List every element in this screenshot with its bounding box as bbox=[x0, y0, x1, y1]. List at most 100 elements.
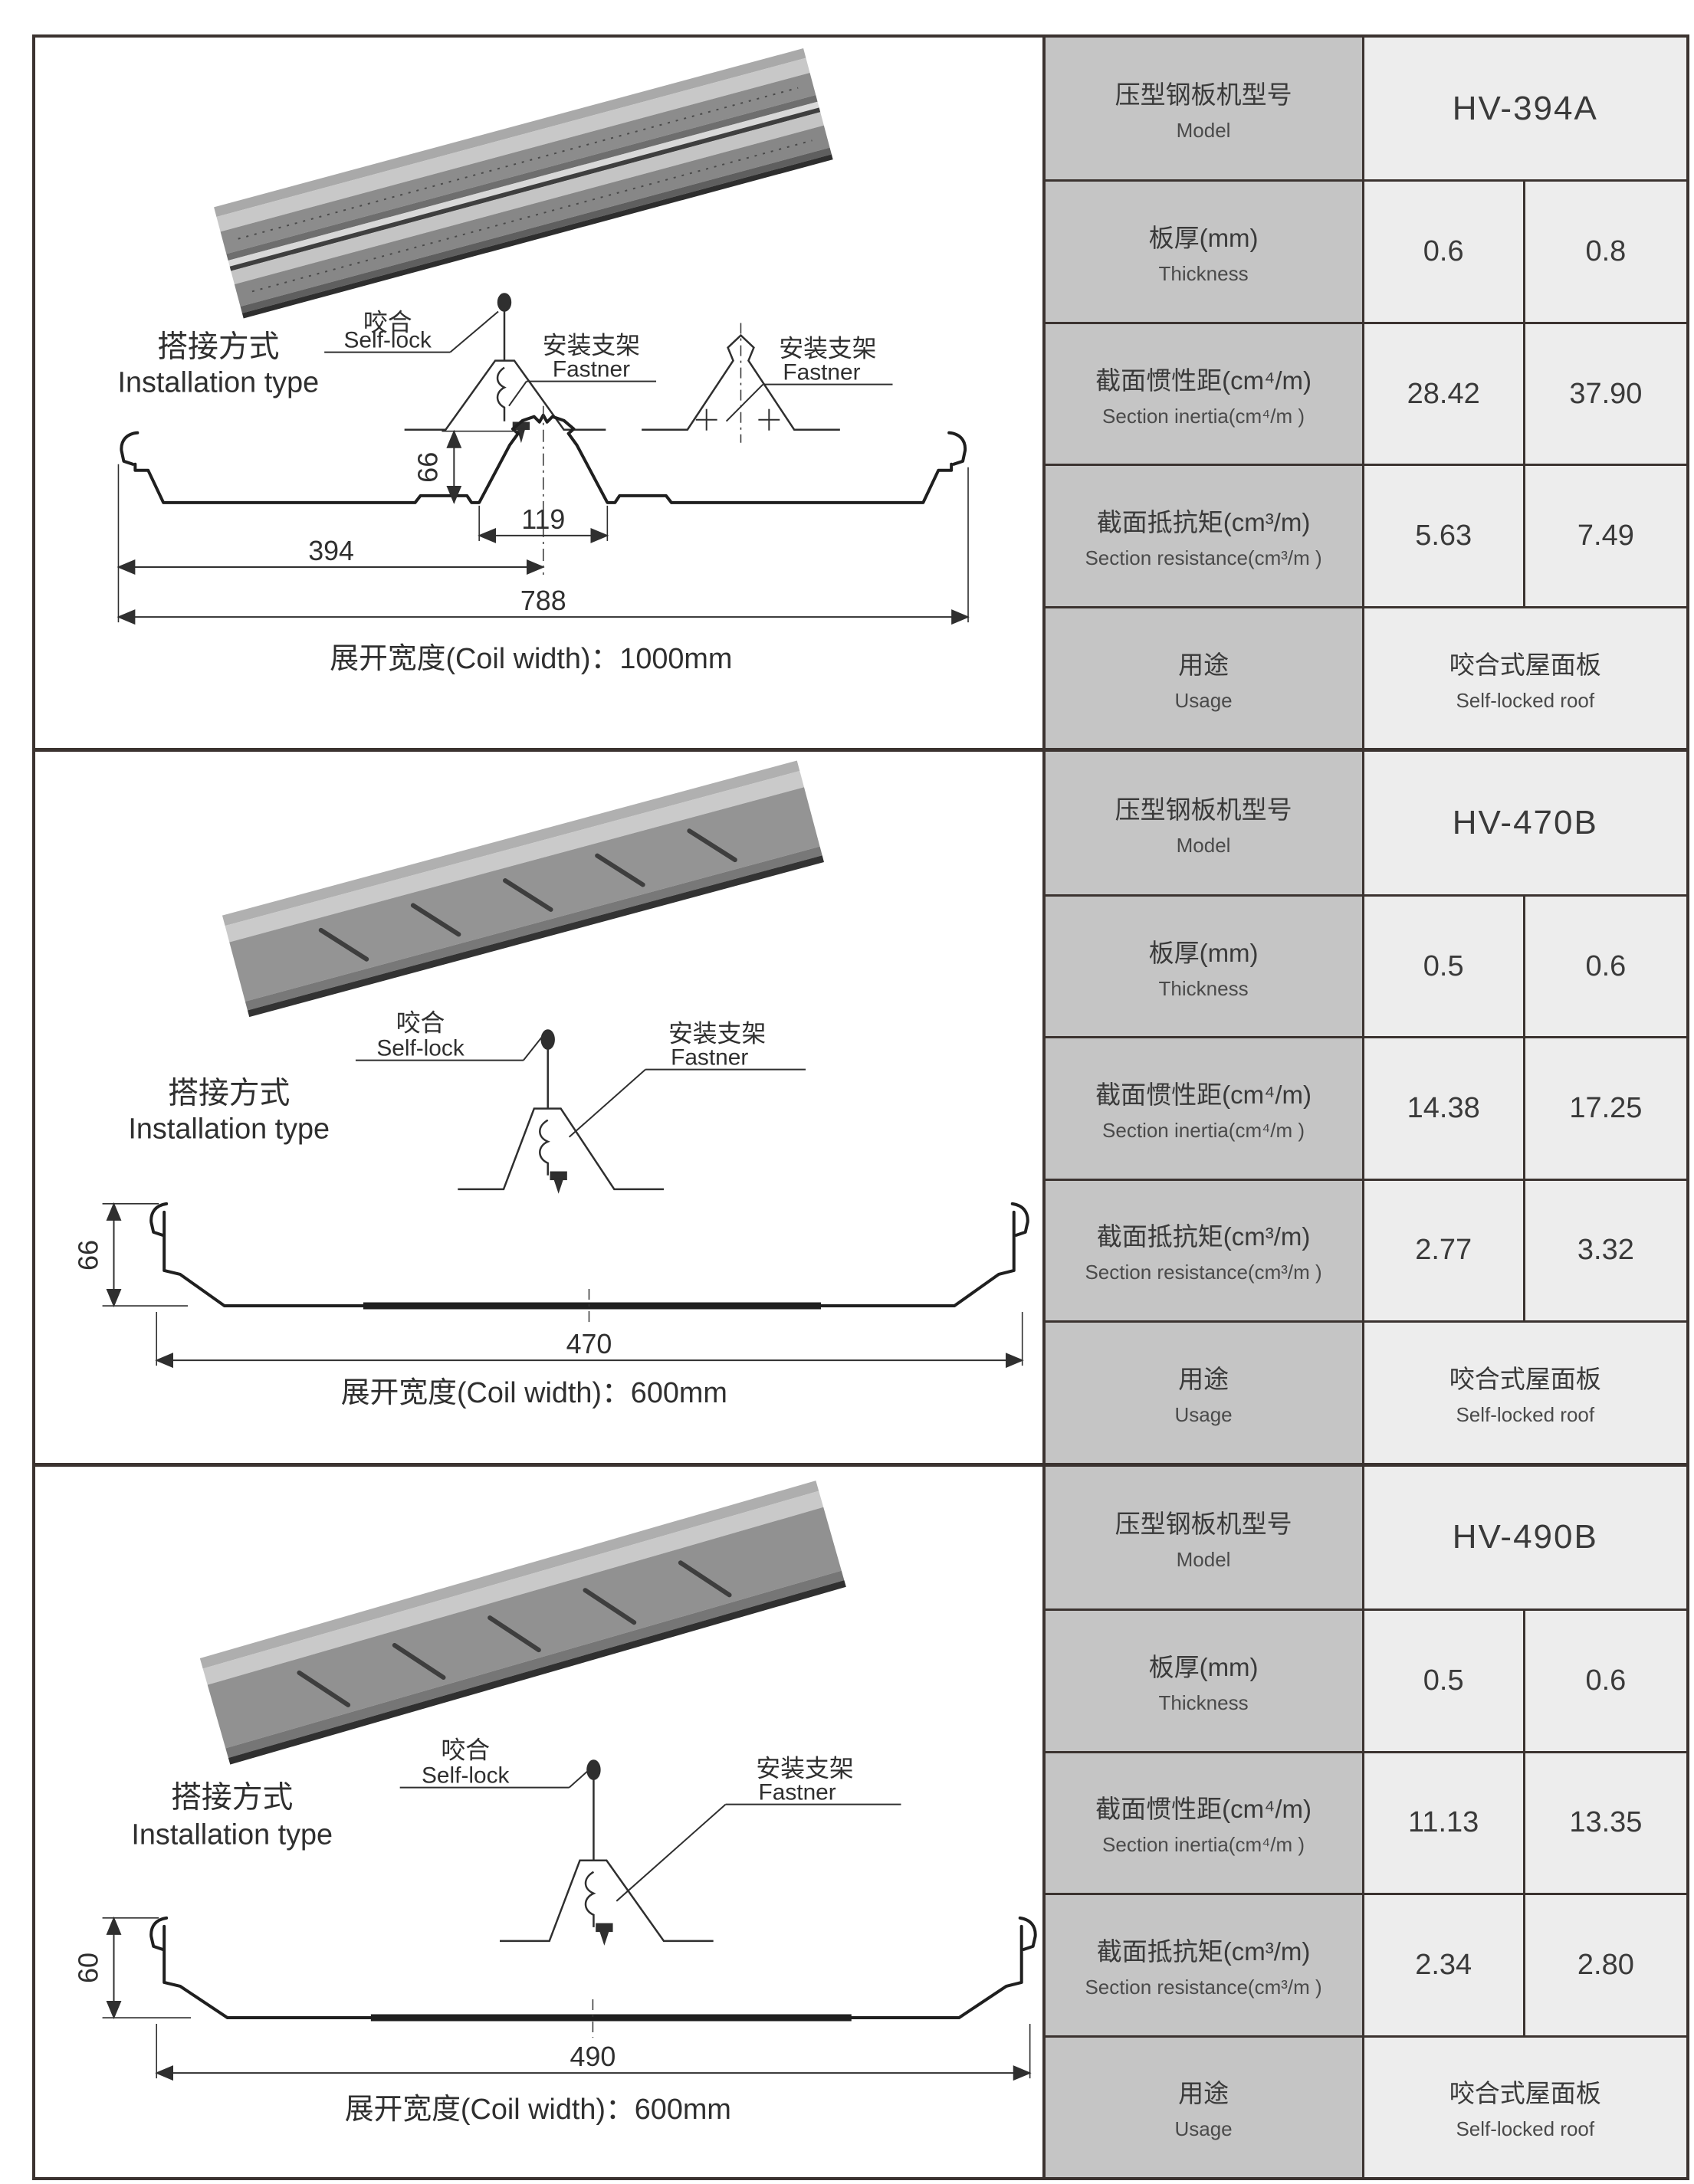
resistance-label-cell: 截面抵抗矩(cm³/m) Section resistance(cm³/m ) bbox=[1045, 466, 1364, 606]
dim-60: 60 bbox=[73, 1953, 104, 1983]
model-label-en: Model bbox=[1176, 1547, 1231, 1571]
table-row-resistance: 截面抵抗矩(cm³/m) Section resistance(cm³/m ) … bbox=[1045, 1893, 1686, 2035]
inertia-label-cn: 截面惯性距(cm⁴/m) bbox=[1095, 1080, 1312, 1109]
usage-value-cn: 咬合式屋面板 bbox=[1449, 650, 1601, 679]
fastner-label-en: Fastner bbox=[759, 1779, 836, 1805]
rib-fastner-detail-drawing bbox=[642, 323, 893, 443]
section-hv470b: 搭接方式 Installation type 咬合 Self-lock bbox=[35, 752, 1686, 1467]
model-label-cell: 压型钢板机型号 Model bbox=[1045, 1466, 1364, 1609]
profile-drawing: 66 119 394 788 bbox=[117, 405, 970, 625]
steel-panel-3d-illustration bbox=[199, 1480, 846, 1765]
profile-drawing: 66 470 bbox=[73, 1202, 1029, 1369]
fastner2-label-en: Fastner bbox=[783, 360, 860, 385]
thickness-value-2: 0.6 bbox=[1525, 896, 1686, 1037]
installation-type-label-cn: 搭接方式 bbox=[171, 1780, 293, 1814]
model-label-cn: 压型钢板机型号 bbox=[1115, 1509, 1292, 1538]
inertia-value-1: 28.42 bbox=[1364, 323, 1525, 464]
seam-detail-drawing bbox=[399, 1759, 901, 1946]
dim-119: 119 bbox=[521, 503, 565, 535]
inertia-label-en: Section inertia(cm⁴/m ) bbox=[1102, 1833, 1305, 1857]
inertia-value-1: 14.38 bbox=[1364, 1038, 1525, 1179]
resistance-value-1: 5.63 bbox=[1364, 466, 1525, 606]
usage-label-en: Usage bbox=[1174, 688, 1233, 712]
dim-66: 66 bbox=[73, 1240, 104, 1271]
installation-type-label-en: Installation type bbox=[128, 1113, 330, 1146]
self-lock-label-cn: 咬合 bbox=[441, 1736, 490, 1763]
table-row-inertia: 截面惯性距(cm⁴/m) Section inertia(cm⁴/m ) 11.… bbox=[1045, 1750, 1686, 1894]
thickness-label-cn: 板厚(mm) bbox=[1148, 1652, 1259, 1681]
fastner-label-cn: 安装支架 bbox=[543, 331, 640, 359]
drawing-area-2: 搭接方式 Installation type 咬合 Self-lock bbox=[35, 752, 1042, 1463]
technical-drawing-1: 搭接方式 Installation type 咬合 Self-lock bbox=[117, 48, 970, 675]
usage-value-cn: 咬合式屋面板 bbox=[1449, 2079, 1601, 2108]
inertia-label-cell: 截面惯性距(cm⁴/m) Section inertia(cm⁴/m ) bbox=[1045, 1038, 1364, 1179]
inertia-label-cell: 截面惯性距(cm⁴/m) Section inertia(cm⁴/m ) bbox=[1045, 1753, 1364, 1894]
thickness-label-cell: 板厚(mm) Thickness bbox=[1045, 896, 1364, 1037]
resistance-value-2: 2.80 bbox=[1525, 1895, 1686, 2035]
resistance-label-cell: 截面抵抗矩(cm³/m) Section resistance(cm³/m ) bbox=[1045, 1180, 1364, 1321]
coil-width-label: 展开宽度(Coil width)：600mm bbox=[345, 2094, 731, 2126]
inertia-value-2: 17.25 bbox=[1525, 1038, 1686, 1179]
resistance-label-cn: 截面抵抗矩(cm³/m) bbox=[1096, 1936, 1311, 1966]
resistance-label-cn: 截面抵抗矩(cm³/m) bbox=[1096, 1222, 1311, 1251]
table-row-inertia: 截面惯性距(cm⁴/m) Section inertia(cm⁴/m ) 14.… bbox=[1045, 1036, 1686, 1179]
resistance-value-1: 2.34 bbox=[1364, 1895, 1525, 2035]
installation-type-label-en: Installation type bbox=[131, 1818, 333, 1851]
coil-width-label: 展开宽度(Coil width)：1000mm bbox=[330, 643, 732, 675]
steel-panel-3d-illustration bbox=[222, 760, 825, 1018]
model-value: HV-490B bbox=[1364, 1466, 1686, 1609]
model-label-cn: 压型钢板机型号 bbox=[1115, 80, 1292, 110]
thickness-label-cn: 板厚(mm) bbox=[1148, 224, 1259, 253]
installation-type-label-en: Installation type bbox=[117, 367, 319, 399]
table-row-model: 压型钢板机型号 Model HV-470B bbox=[1045, 752, 1686, 894]
usage-value-cn: 咬合式屋面板 bbox=[1449, 1364, 1601, 1393]
usage-label-cell: 用途 Usage bbox=[1045, 1323, 1364, 1463]
fastner-label-cn: 安装支架 bbox=[668, 1020, 766, 1048]
installation-type-label-cn: 搭接方式 bbox=[157, 330, 279, 363]
inertia-label-cell: 截面惯性距(cm⁴/m) Section inertia(cm⁴/m ) bbox=[1045, 323, 1364, 464]
self-lock-label-cn: 咬合 bbox=[396, 1009, 445, 1037]
drawing-area-1: 搭接方式 Installation type 咬合 Self-lock bbox=[35, 38, 1042, 749]
model-label-cn: 压型钢板机型号 bbox=[1115, 795, 1292, 824]
resistance-label-en: Section resistance(cm³/m ) bbox=[1085, 1975, 1322, 1999]
table-row-model: 压型钢板机型号 Model HV-394A bbox=[1045, 38, 1686, 180]
drawing-area-3: 搭接方式 Installation type 咬合 Self-lock bbox=[35, 1466, 1042, 2177]
table-row-usage: 用途 Usage 咬合式屋面板 Self-locked roof bbox=[1045, 1320, 1686, 1463]
fastner-label-cn: 安装支架 bbox=[756, 1754, 853, 1782]
dim-788: 788 bbox=[520, 585, 566, 616]
thickness-label-cell: 板厚(mm) Thickness bbox=[1045, 1611, 1364, 1751]
resistance-value-2: 7.49 bbox=[1525, 466, 1686, 606]
table-row-thickness: 板厚(mm) Thickness 0.6 0.8 bbox=[1045, 179, 1686, 322]
thickness-value-1: 0.5 bbox=[1364, 1611, 1525, 1751]
section-hv394a: 搭接方式 Installation type 咬合 Self-lock bbox=[35, 38, 1686, 753]
resistance-value-2: 3.32 bbox=[1525, 1180, 1686, 1321]
usage-value-en: Self-locked roof bbox=[1456, 688, 1595, 712]
inertia-value-2: 37.90 bbox=[1525, 323, 1686, 464]
thickness-label-en: Thickness bbox=[1158, 976, 1249, 1000]
thickness-label-en: Thickness bbox=[1158, 1690, 1249, 1714]
seam-detail-drawing bbox=[355, 1029, 806, 1195]
inertia-label-cn: 截面惯性距(cm⁴/m) bbox=[1095, 1795, 1312, 1824]
usage-label-cn: 用途 bbox=[1178, 650, 1229, 679]
usage-label-cell: 用途 Usage bbox=[1045, 2037, 1364, 2177]
inertia-value-2: 13.35 bbox=[1525, 1753, 1686, 1894]
resistance-label-cell: 截面抵抗矩(cm³/m) Section resistance(cm³/m ) bbox=[1045, 1895, 1364, 2035]
thickness-value-2: 0.6 bbox=[1525, 1611, 1686, 1751]
model-label-cell: 压型钢板机型号 Model bbox=[1045, 752, 1364, 894]
resistance-label-en: Section resistance(cm³/m ) bbox=[1085, 546, 1322, 570]
fastner2-label-cn: 安装支架 bbox=[779, 335, 876, 362]
usage-value: 咬合式屋面板 Self-locked roof bbox=[1364, 1323, 1686, 1463]
thickness-value-1: 0.5 bbox=[1364, 896, 1525, 1037]
inertia-label-cn: 截面惯性距(cm⁴/m) bbox=[1095, 366, 1312, 395]
table-row-usage: 用途 Usage 咬合式屋面板 Self-locked roof bbox=[1045, 605, 1686, 749]
table-row-resistance: 截面抵抗矩(cm³/m) Section resistance(cm³/m ) … bbox=[1045, 1178, 1686, 1321]
model-label-en: Model bbox=[1176, 119, 1231, 143]
table-row-usage: 用途 Usage 咬合式屋面板 Self-locked roof bbox=[1045, 2035, 1686, 2177]
usage-label-cn: 用途 bbox=[1178, 2079, 1229, 2108]
usage-value: 咬合式屋面板 Self-locked roof bbox=[1364, 2037, 1686, 2177]
usage-value-en: Self-locked roof bbox=[1456, 2117, 1595, 2141]
seam-detail-drawing bbox=[324, 293, 657, 444]
dim-470: 470 bbox=[566, 1328, 612, 1359]
coil-width-label: 展开宽度(Coil width)：600mm bbox=[341, 1377, 727, 1409]
spec-table-hv470b: 压型钢板机型号 Model HV-470B 板厚(mm) Thickness 0… bbox=[1042, 752, 1686, 1463]
